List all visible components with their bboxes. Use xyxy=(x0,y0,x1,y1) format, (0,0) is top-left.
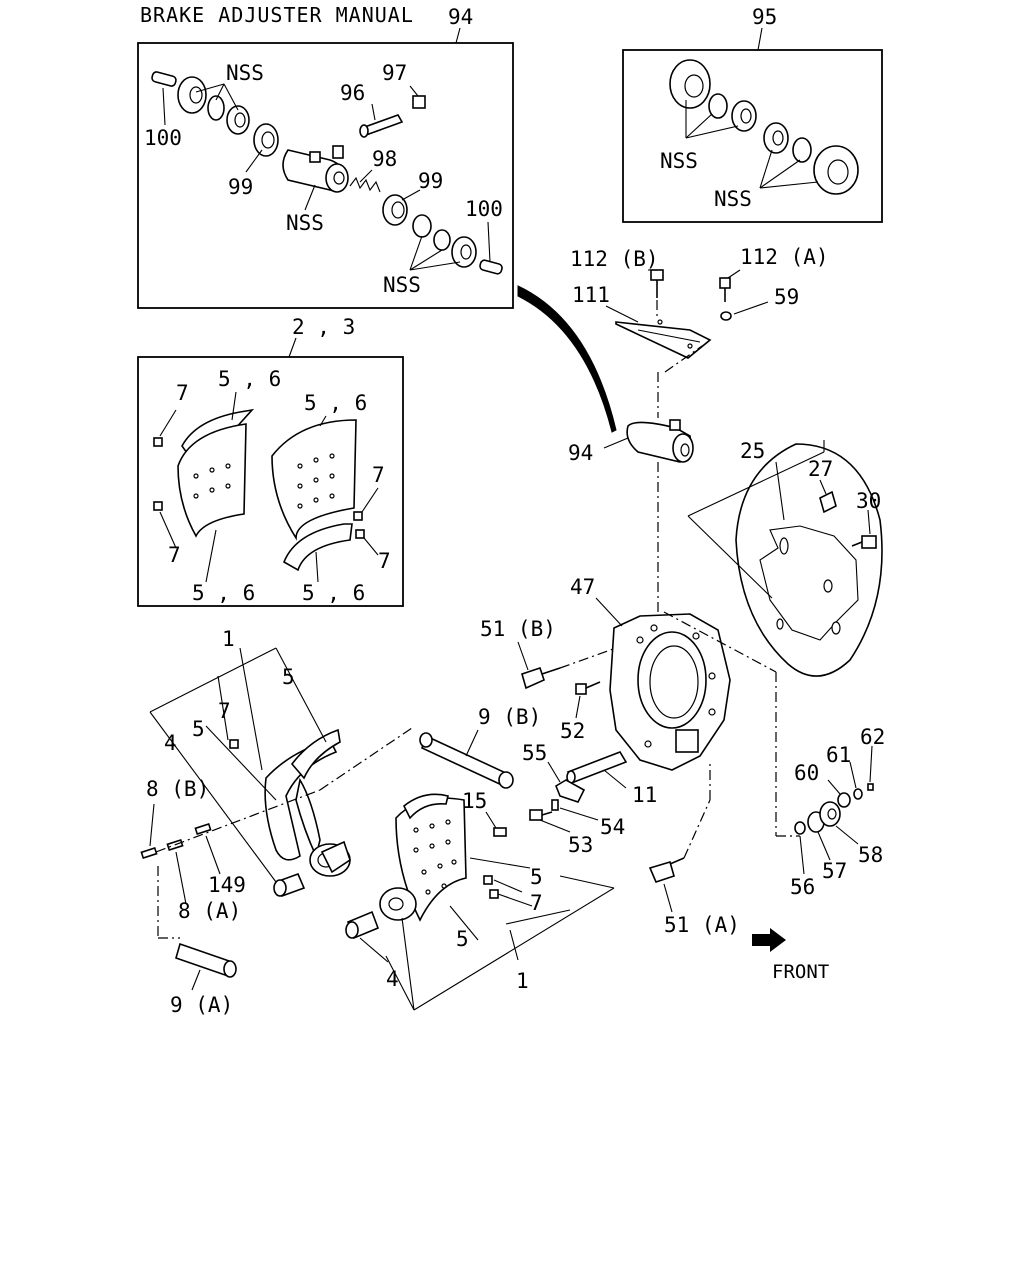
callout-30: 30 xyxy=(856,489,881,513)
seal-kit-label: 95 xyxy=(752,5,777,29)
callout-5-6-bottom-right: 5 , 6 xyxy=(302,581,365,605)
callout-5-lower-right: 5 xyxy=(530,865,543,889)
adjuster-kit-label: 94 xyxy=(448,5,473,29)
callout-60: 60 xyxy=(794,761,819,785)
callout-7-right-lower: 7 xyxy=(378,549,391,573)
callout-9b: 9 (B) xyxy=(478,705,541,729)
callout-7-top-left: 7 xyxy=(176,381,189,405)
callout-4-lower: 4 xyxy=(386,967,399,991)
callout-149: 149 xyxy=(208,873,246,897)
diagram-title: BRAKE ADJUSTER MANUAL xyxy=(140,3,414,27)
callout-58: 58 xyxy=(858,843,883,867)
callout-5-lower: 5 xyxy=(456,927,469,951)
adjuster-mount-parts xyxy=(603,269,769,612)
callout-112a: 112 (A) xyxy=(740,245,829,269)
callout-57: 57 xyxy=(822,859,847,883)
callout-5-6-bottom-left: 5 , 6 xyxy=(192,581,255,605)
callout-7-upper: 7 xyxy=(218,699,231,723)
callout-5-upper-right: 5 xyxy=(282,665,295,689)
callout-51a: 51 (A) xyxy=(664,913,740,937)
lining-kit-parts xyxy=(153,391,379,583)
callout-56: 56 xyxy=(790,875,815,899)
callout-7-bottom-left: 7 xyxy=(168,543,181,567)
callout-7-lower: 7 xyxy=(530,891,543,915)
callout-99-right: 99 xyxy=(418,169,443,193)
callout-100-upper: 100 xyxy=(144,126,182,150)
callout-51b: 51 (B) xyxy=(480,617,556,641)
callout-61: 61 xyxy=(826,743,851,767)
callout-nss-lower: NSS xyxy=(383,273,421,297)
callout-53: 53 xyxy=(568,833,593,857)
callout-98: 98 xyxy=(372,147,397,171)
callout-27: 27 xyxy=(808,457,833,481)
callout-4-upper: 4 xyxy=(164,731,177,755)
seal-kit-parts xyxy=(669,59,859,195)
callout-47: 47 xyxy=(570,575,595,599)
lining-kit-box xyxy=(137,356,404,607)
detail-reference-arrow xyxy=(517,285,617,433)
callout-11: 11 xyxy=(632,783,657,807)
dust-shield xyxy=(687,440,883,677)
callout-59: 59 xyxy=(774,285,799,309)
callout-7-right-upper: 7 xyxy=(372,463,385,487)
anchor-pin-9b xyxy=(419,729,514,789)
callout-97: 97 xyxy=(382,61,407,85)
seal-kit-box xyxy=(622,49,883,223)
pin-15 xyxy=(493,827,507,837)
callout-nss-seal-lower: NSS xyxy=(714,187,752,211)
adjuster-kit-box xyxy=(137,42,514,309)
callout-112b: 112 (B) xyxy=(570,247,659,271)
callout-15: 15 xyxy=(462,789,487,813)
callout-55: 55 xyxy=(522,741,547,765)
callout-62: 62 xyxy=(860,725,885,749)
callout-1-lower: 1 xyxy=(516,969,529,993)
callout-99-left: 99 xyxy=(228,175,253,199)
callout-111: 111 xyxy=(572,283,610,307)
lining-kit-label: 2 , 3 xyxy=(292,315,355,339)
brake-shoe-upper xyxy=(140,647,413,939)
callout-8a: 8 (A) xyxy=(178,899,241,923)
adjuster-kit-parts xyxy=(151,71,503,275)
anchor-pin-9a xyxy=(175,942,237,991)
callout-9a: 9 (A) xyxy=(170,993,233,1017)
front-label: FRONT xyxy=(772,961,829,983)
callout-5-6-top-right: 5 , 6 xyxy=(304,391,367,415)
callout-8b: 8 (B) xyxy=(146,777,209,801)
callout-94-installed: 94 xyxy=(568,441,593,465)
brake-shoe-lower xyxy=(345,793,615,1011)
front-direction-arrow-icon xyxy=(752,928,786,952)
callout-5-6-top-left: 5 , 6 xyxy=(218,367,281,391)
callout-25: 25 xyxy=(740,439,765,463)
callout-nss-upper: NSS xyxy=(226,61,264,85)
adjuster-hardware-parts xyxy=(794,745,874,875)
callout-nss-body: NSS xyxy=(286,211,324,235)
callout-100-lower: 100 xyxy=(465,197,503,221)
callout-54: 54 xyxy=(600,815,625,839)
callout-52: 52 xyxy=(560,719,585,743)
callout-5-upper-left: 5 xyxy=(192,717,205,741)
brake-spider xyxy=(517,597,800,913)
callout-96: 96 xyxy=(340,81,365,105)
callout-nss-seal-upper: NSS xyxy=(660,149,698,173)
callout-1-upper: 1 xyxy=(222,627,235,651)
